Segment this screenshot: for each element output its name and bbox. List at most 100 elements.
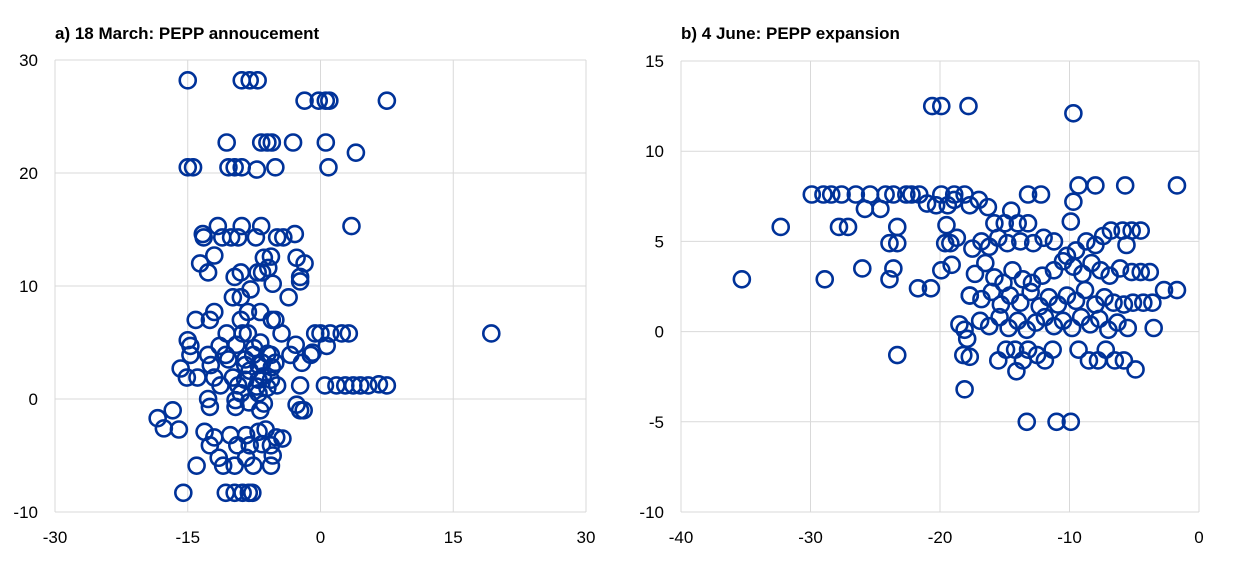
scatter-point — [198, 263, 218, 282]
scatter-point — [290, 376, 310, 395]
scatter-point — [832, 185, 851, 204]
scatter-point — [1064, 192, 1083, 212]
scatter-point — [771, 217, 791, 237]
scatter-point — [358, 376, 378, 395]
scatter-point — [1118, 318, 1138, 338]
scatter-point — [1061, 412, 1081, 432]
y-tick-label: 30 — [19, 51, 38, 70]
scatter-point — [244, 338, 264, 358]
scatter-point — [887, 345, 907, 365]
scatter-point — [1154, 280, 1174, 300]
scatter-point — [1080, 315, 1100, 334]
scatter-point — [249, 355, 268, 375]
scatter-point — [884, 259, 903, 278]
scatter-point — [1167, 280, 1187, 300]
scatter-point — [246, 228, 266, 247]
x-tick-label: 30 — [577, 528, 596, 547]
scatter-point — [1033, 266, 1052, 285]
scatter-point — [931, 96, 951, 116]
x-tick-label: -30 — [43, 528, 68, 547]
scatter-point — [1008, 214, 1028, 233]
scatter-point — [1069, 176, 1088, 195]
scatter-point — [922, 96, 942, 116]
scatter-point — [1007, 361, 1026, 381]
scatter-point — [178, 158, 198, 177]
scatter-point — [926, 196, 946, 215]
y-tick-label: 0 — [655, 323, 664, 342]
y-tick-label: -10 — [13, 503, 38, 522]
scatter-point — [482, 324, 501, 343]
scatter-point — [908, 279, 928, 298]
scatter-point — [1023, 233, 1043, 253]
scatter-point — [1057, 286, 1077, 305]
scatter-point — [880, 233, 899, 253]
x-tick-label: -20 — [928, 528, 953, 547]
y-tick-label: 10 — [19, 277, 38, 296]
scatter-point — [377, 376, 397, 395]
scatter-point — [274, 228, 293, 247]
scatter-point — [315, 376, 335, 395]
scatter-point — [186, 310, 206, 330]
scatter-point — [955, 320, 974, 340]
scatter-point — [965, 264, 985, 284]
scatter-point — [177, 368, 197, 387]
scatter-point — [1047, 412, 1066, 432]
y-tick-label: 10 — [645, 142, 664, 161]
scatter-point — [181, 336, 200, 356]
chart-a: a) 18 March: PEPP annoucement-100102030-… — [13, 24, 595, 547]
scatter-point — [309, 91, 329, 110]
scatter-point — [286, 335, 306, 355]
scatter-point — [1061, 212, 1081, 231]
scatter-point — [266, 158, 285, 177]
scatter-point — [1010, 232, 1030, 251]
scatter-point — [838, 217, 858, 237]
scatter-point — [346, 143, 366, 162]
scatter-point — [247, 160, 267, 179]
scatter-point — [887, 217, 907, 237]
scatter-point — [1108, 313, 1127, 332]
x-tick-label: -40 — [669, 528, 694, 547]
scatter-point — [1101, 221, 1121, 240]
scatter-point — [342, 216, 361, 236]
scatter-point — [955, 380, 974, 399]
scatter-point — [829, 217, 849, 237]
chart-title: b) 4 June: PEPP expansion — [681, 24, 900, 43]
scatter-point — [194, 228, 213, 247]
scatter-point — [283, 133, 303, 152]
scatter-point — [1021, 282, 1040, 302]
scatter-point — [377, 91, 397, 110]
scatter-point — [1140, 262, 1160, 282]
scatter-point — [979, 316, 999, 336]
chart-title: a) 18 March: PEPP annoucement — [55, 24, 320, 43]
scatter-point — [1018, 340, 1038, 359]
scatter-point — [258, 378, 277, 398]
scatter-point — [880, 269, 899, 289]
scatter-point — [261, 436, 281, 455]
scatter-point — [1095, 288, 1114, 307]
scatter-point — [231, 287, 251, 307]
scatter-point — [272, 324, 291, 343]
scatter-point — [290, 272, 310, 291]
scatter-point — [1110, 259, 1130, 278]
scatter-point — [947, 228, 967, 248]
scatter-point — [1104, 293, 1123, 313]
scatter-point — [351, 376, 370, 395]
scatter-point — [295, 91, 314, 110]
scatter-point — [201, 355, 221, 375]
scatter-point — [320, 91, 339, 110]
scatter-point — [248, 71, 267, 90]
scatter-point — [1031, 185, 1051, 204]
scatter-point — [1034, 228, 1053, 248]
scatter-point — [1018, 214, 1038, 233]
x-tick-label: -15 — [175, 528, 200, 547]
scatter-point — [1114, 351, 1134, 370]
scatter-point — [320, 324, 340, 343]
scatter-point — [187, 456, 206, 475]
scatter-point — [208, 216, 228, 236]
x-tick-label: 0 — [1194, 528, 1203, 547]
scatter-point — [1018, 185, 1038, 204]
scatter-point — [937, 215, 956, 235]
scatter-point — [884, 185, 903, 204]
scatter-point — [982, 282, 1002, 302]
scatter-point — [225, 158, 244, 177]
